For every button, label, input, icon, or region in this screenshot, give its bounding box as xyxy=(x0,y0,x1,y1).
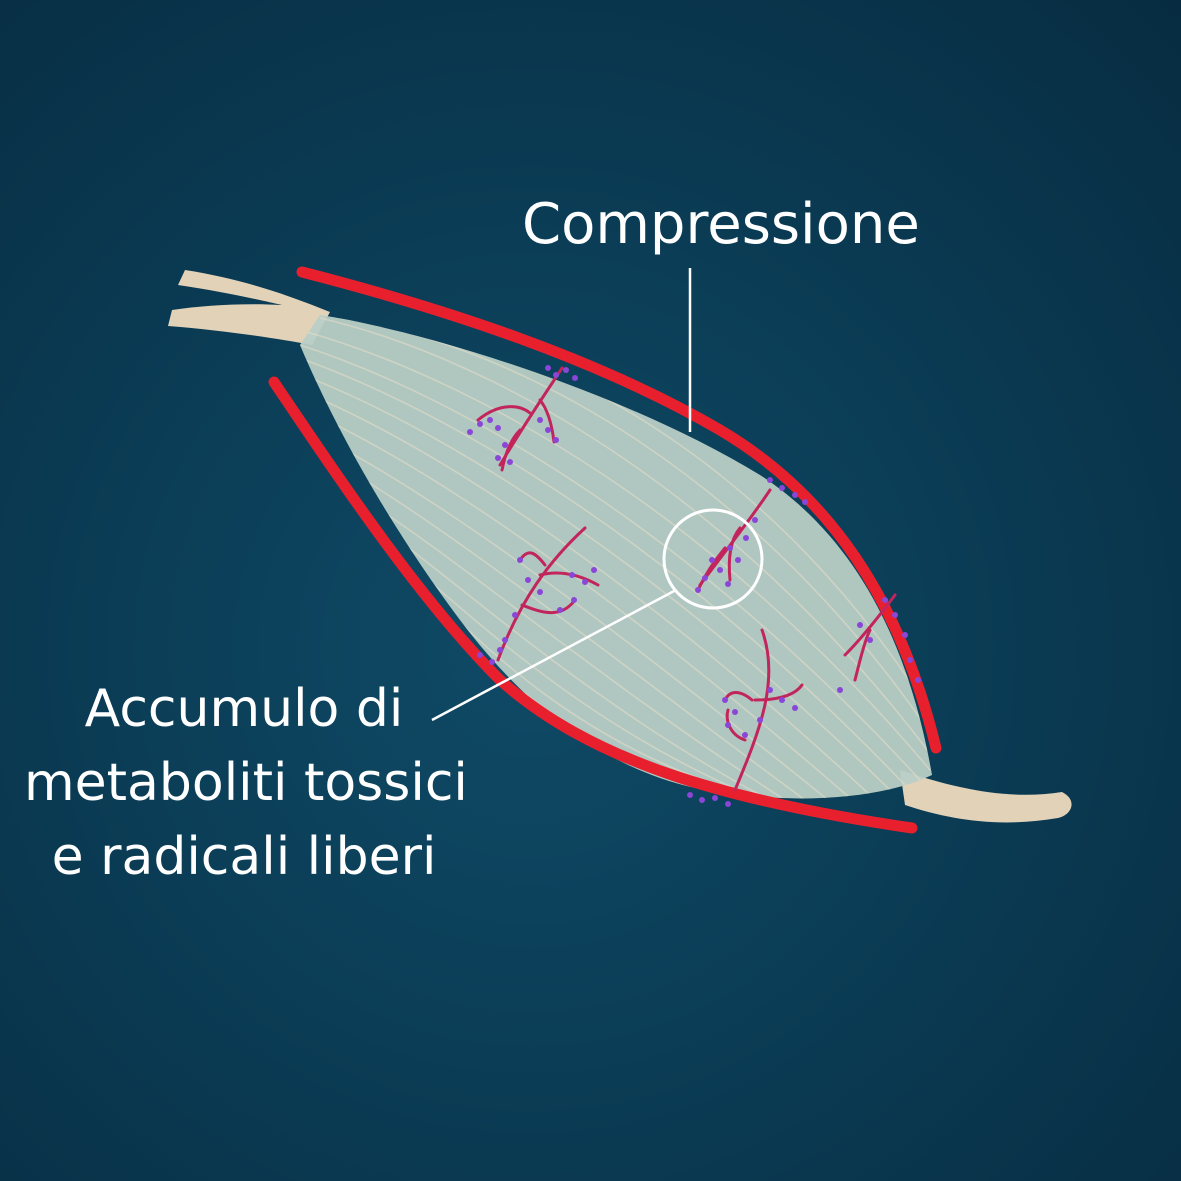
fascia-walls xyxy=(268,266,942,834)
fascia-lower xyxy=(268,376,918,834)
tendon-top xyxy=(168,270,330,345)
highlight-circle-icon xyxy=(662,508,764,610)
accumulation-label-line-3: e radicali liberi xyxy=(51,827,437,887)
blood-vessels xyxy=(476,366,897,792)
tendon-bottom xyxy=(900,770,1072,823)
accumulation-label-line-1: Accumulo di xyxy=(84,679,404,739)
accumulation-leader-line xyxy=(431,588,677,722)
metabolite-dots xyxy=(467,365,921,807)
fascia-upper xyxy=(296,266,942,754)
callout-graphics xyxy=(431,268,764,722)
accumulation-label: Accumulo di metaboliti tossici e radical… xyxy=(24,672,468,894)
compression-label: Compressione xyxy=(522,192,920,257)
accumulation-label-line-2: metaboliti tossici xyxy=(24,753,468,813)
